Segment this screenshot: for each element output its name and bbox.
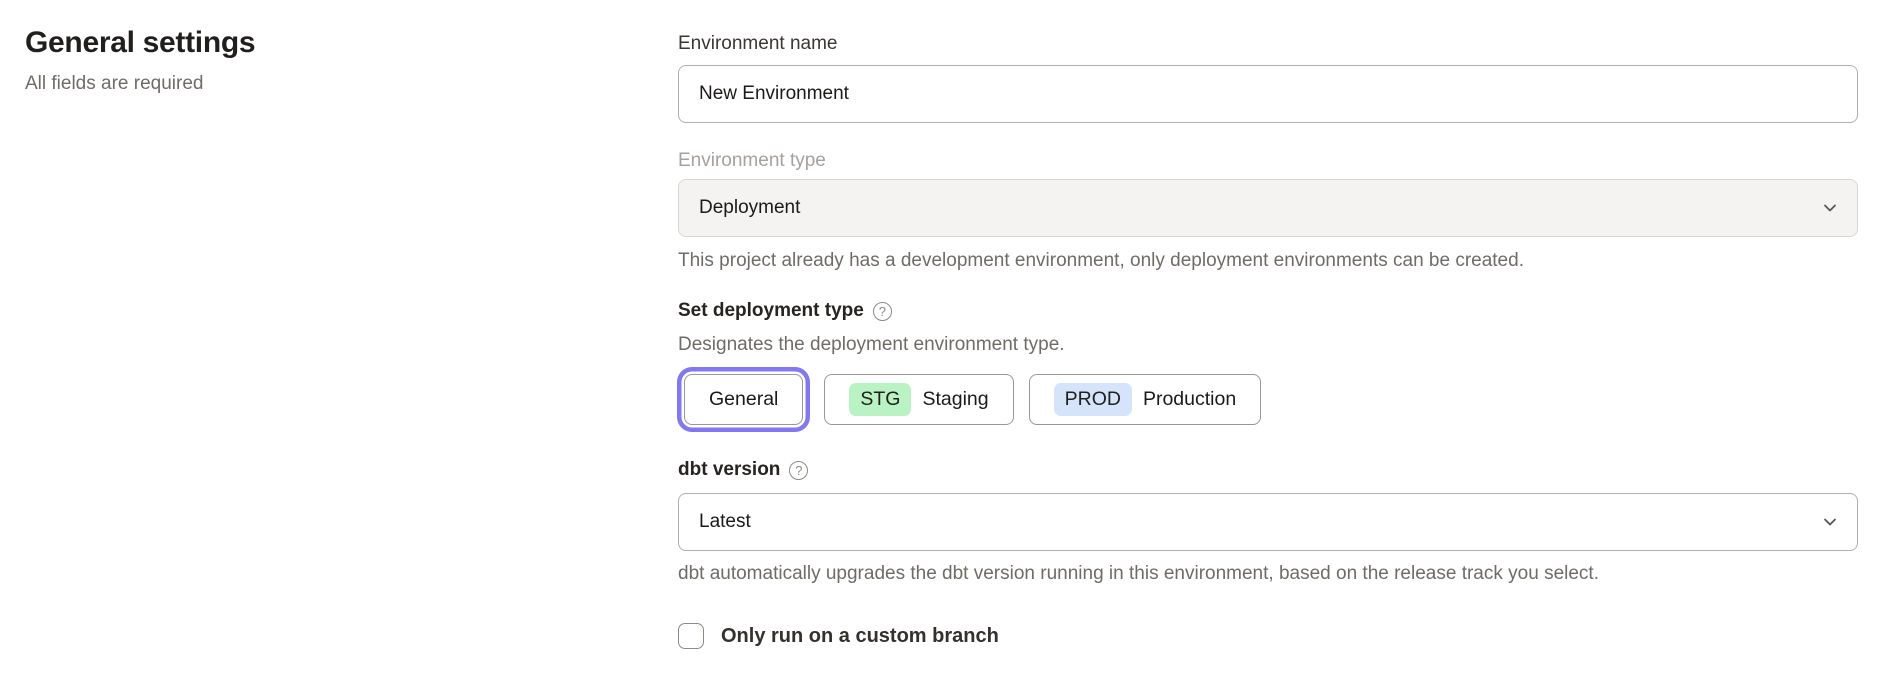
page-subtitle: All fields are required [25,73,204,94]
deployment-type-general-label: General [709,388,779,410]
deployment-type-heading-text: Set deployment type [678,300,864,321]
page-title: General settings [25,26,256,59]
dbt-version-select[interactable]: Latest [678,493,1858,551]
environment-type-value: Deployment [699,197,801,218]
custom-branch-checkbox[interactable] [678,623,704,649]
dbt-version-value: Latest [699,511,751,532]
custom-branch-row: Only run on a custom branch [678,623,1858,649]
staging-badge: STG [849,383,912,416]
environment-type-helper: This project already has a development e… [678,250,1524,271]
settings-intro: General settings All fields are required [25,26,585,95]
deployment-type-staging-button[interactable]: STG Staging [824,374,1014,425]
dbt-version-helper: dbt automatically upgrades the dbt versi… [678,563,1599,584]
environment-name-label: Environment name [678,33,838,54]
deployment-type-general-button[interactable]: General [684,374,804,425]
general-settings-form: Environment name Environment type Deploy… [678,33,1858,649]
deployment-type-staging-label: Staging [922,388,989,410]
environment-name-input[interactable] [678,65,1858,123]
production-badge: PROD [1053,383,1132,416]
help-icon[interactable]: ? [789,460,809,480]
help-icon[interactable]: ? [872,301,892,321]
dbt-version-heading: dbt version ? [678,459,1858,481]
environment-type-label: Environment type [678,150,826,171]
chevron-down-icon [1821,199,1839,217]
environment-type-select: Deployment [678,179,1858,237]
chevron-down-icon [1821,513,1839,531]
deployment-type-heading: Set deployment type ? [678,300,1858,322]
deployment-type-production-button[interactable]: PROD Production [1028,374,1262,425]
deployment-type-options: General STG Staging PROD Production [678,374,1858,425]
deployment-type-description: Designates the deployment environment ty… [678,334,1065,355]
dbt-version-heading-text: dbt version [678,459,781,480]
custom-branch-label: Only run on a custom branch [721,624,999,647]
deployment-type-production-label: Production [1142,388,1237,410]
